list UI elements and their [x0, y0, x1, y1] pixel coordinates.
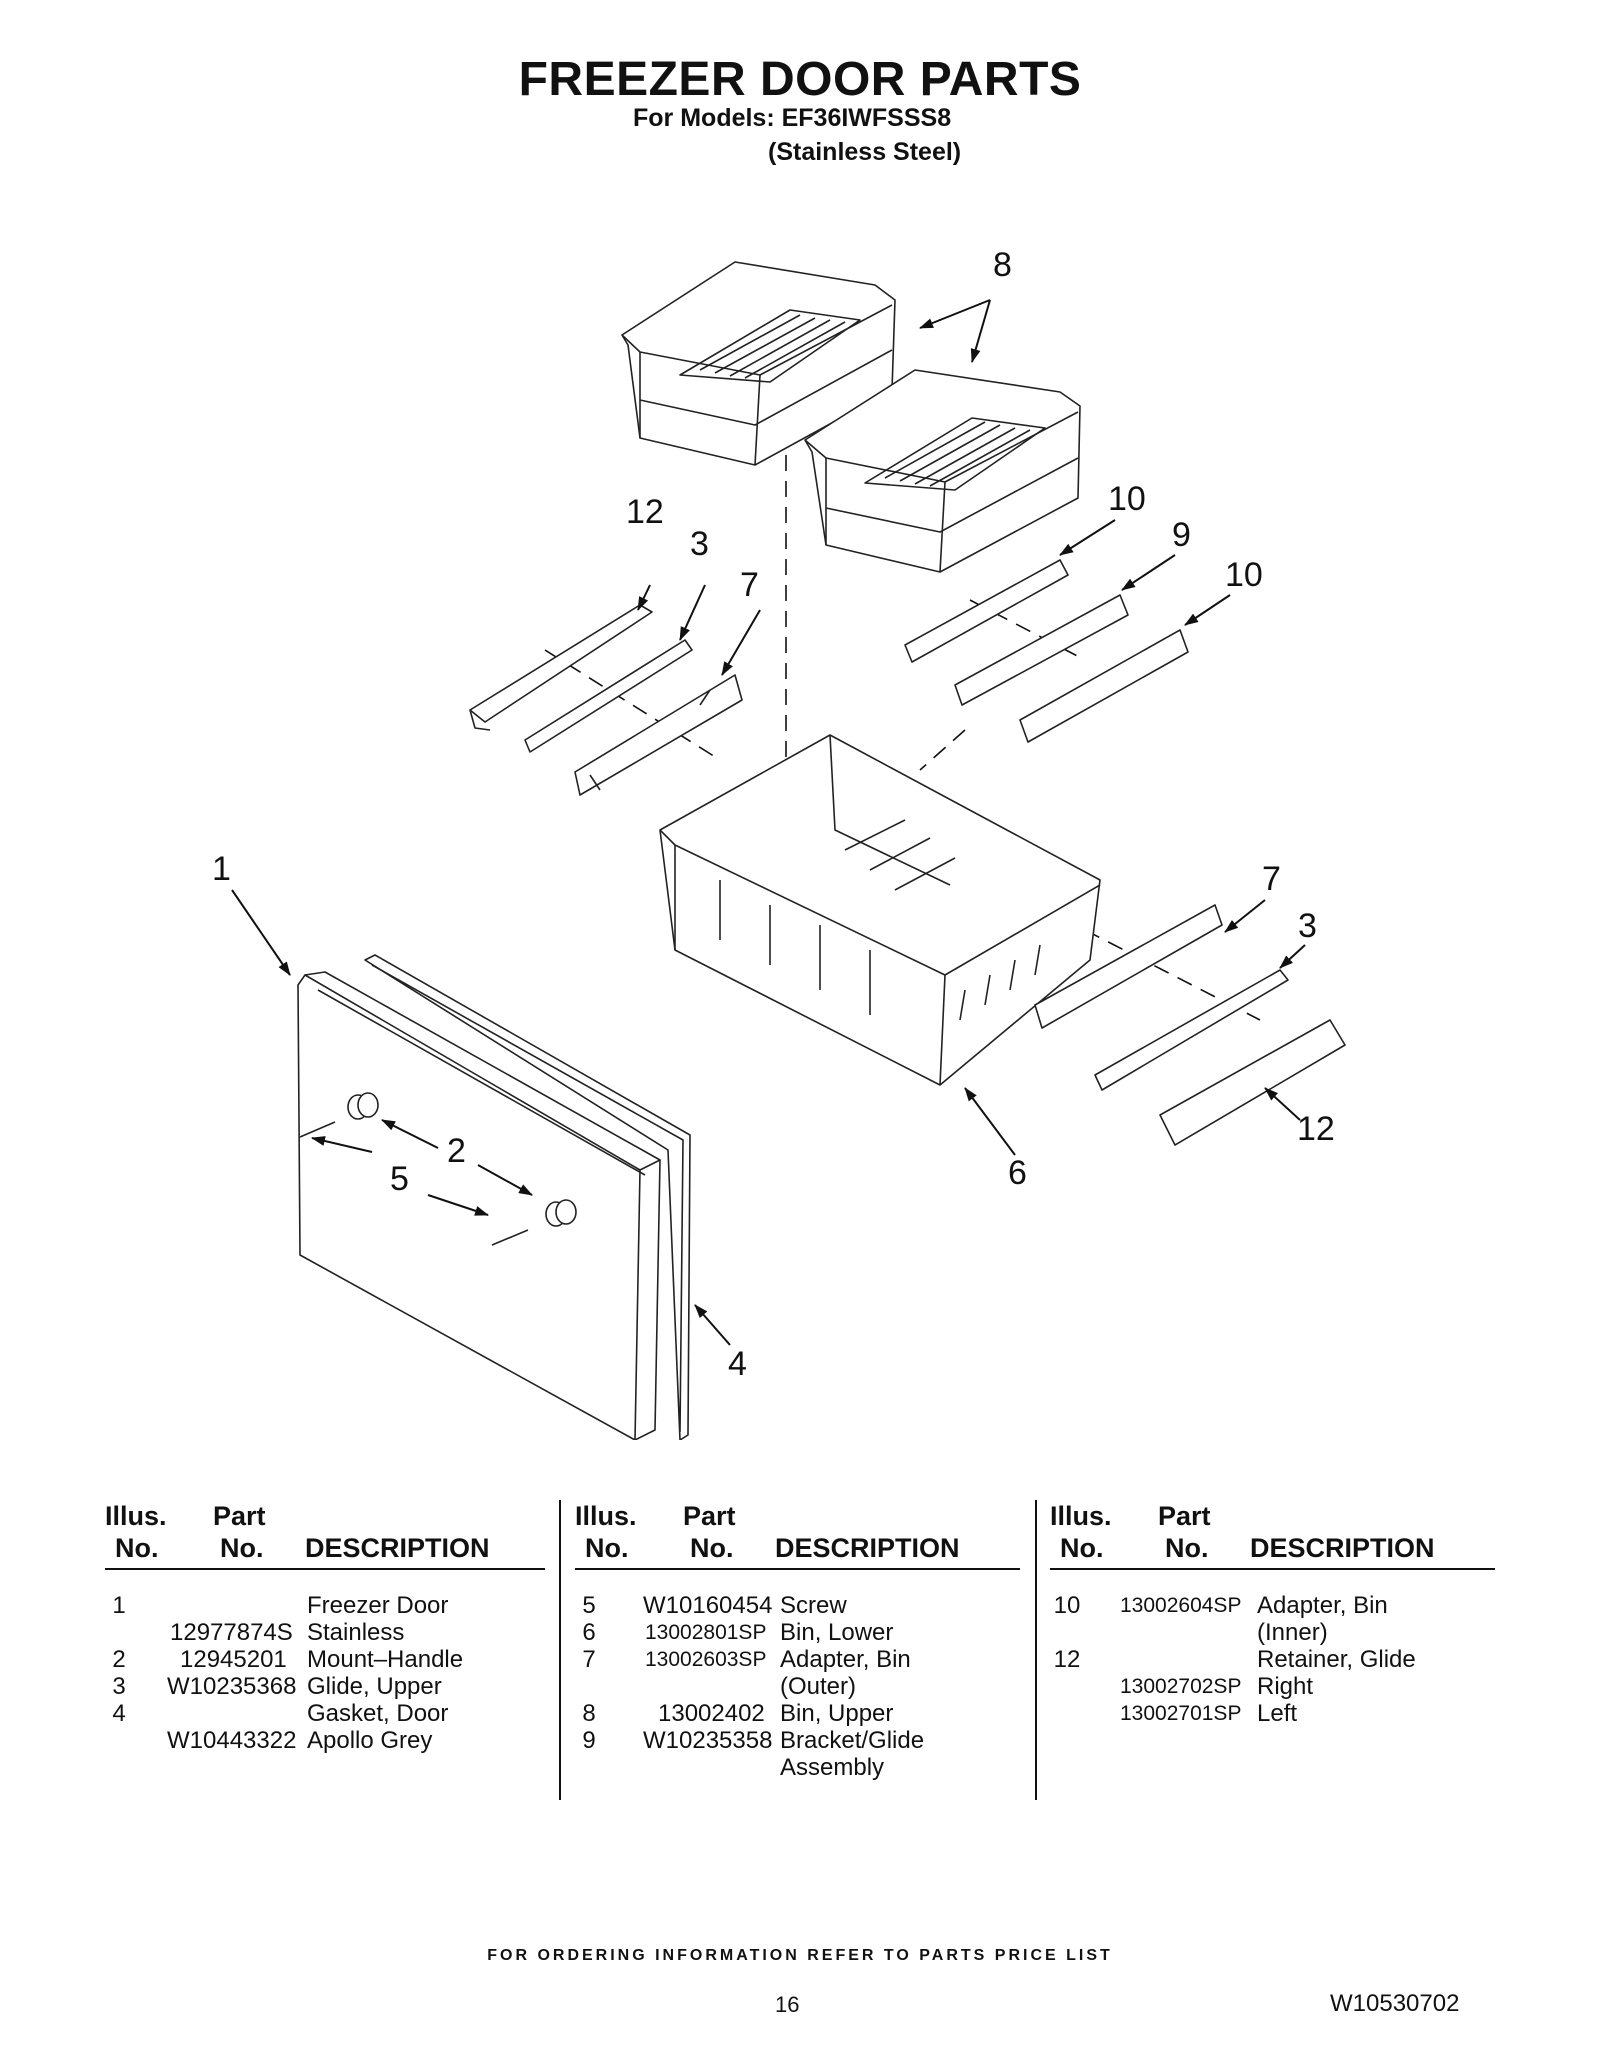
description-header: DESCRIPTION	[305, 1533, 490, 1563]
upper-bin-right	[804, 369, 1081, 573]
document-number: W10530702	[1330, 1990, 1460, 2017]
callout-12-left: 12	[626, 493, 664, 531]
callout-6: 6	[1008, 1154, 1027, 1192]
illus-header-top: Illus.	[575, 1501, 637, 1531]
illus-header-bottom: No.	[585, 1533, 629, 1563]
callout-3-left: 3	[690, 525, 709, 563]
page-number: 16	[775, 1992, 800, 2017]
models-line: For Models: EF36IWFSSS8	[633, 104, 952, 132]
freezer-door	[297, 971, 661, 1440]
callout-4: 4	[728, 1345, 747, 1383]
description-header: DESCRIPTION	[1250, 1533, 1435, 1563]
illus-header-bottom: No.	[1060, 1533, 1104, 1563]
header-rule	[575, 1568, 1020, 1570]
description-header: DESCRIPTION	[775, 1533, 960, 1563]
part-header-bottom: No.	[1165, 1533, 1209, 1563]
callout-9: 9	[1172, 516, 1191, 554]
part-header-top: Part	[1158, 1501, 1211, 1531]
page-title: FREEZER DOOR PARTS	[518, 53, 1082, 106]
part-header-bottom: No.	[690, 1533, 734, 1563]
callout-7-right: 7	[1262, 860, 1281, 898]
callout-12-right: 12	[1297, 1110, 1335, 1148]
screw-lower	[491, 1229, 529, 1246]
callout-5: 5	[390, 1160, 409, 1198]
left-glide-assembly	[469, 604, 743, 796]
illus-header-top: Illus.	[105, 1501, 167, 1531]
callout-1: 1	[212, 850, 231, 888]
screw-upper	[299, 1121, 336, 1138]
right-upper-glide-assembly	[904, 559, 1189, 743]
right-lower-glide-assembly	[1034, 904, 1346, 1146]
callout-7-left: 7	[740, 566, 759, 604]
header-rule	[105, 1568, 545, 1570]
finish-line: (Stainless Steel)	[768, 138, 962, 166]
part-header-top: Part	[683, 1501, 736, 1531]
callout-10-upper: 10	[1108, 480, 1146, 518]
callout-2: 2	[447, 1132, 466, 1170]
column-divider	[1035, 1500, 1037, 1800]
callout-10-lower: 10	[1225, 556, 1263, 594]
exploded-parts-diagram: 8 12 3 7 10 9 10 1 7 3 2 5 6 12 4	[212, 246, 1346, 1440]
callout-3-right: 3	[1298, 907, 1317, 945]
ordering-note: FOR ORDERING INFORMATION REFER TO PARTS …	[487, 1947, 1113, 1964]
door-gasket	[364, 954, 691, 1440]
part-header-bottom: No.	[220, 1533, 264, 1563]
column-divider	[559, 1500, 561, 1800]
lower-bin	[659, 734, 1101, 1086]
mount-handle-lower	[545, 1199, 577, 1227]
illus-header-top: Illus.	[1050, 1501, 1112, 1531]
header-rule	[1050, 1568, 1495, 1570]
mount-handle-upper	[347, 1092, 379, 1120]
part-header-top: Part	[213, 1501, 266, 1531]
callout-8: 8	[993, 246, 1012, 284]
illus-header-bottom: No.	[115, 1533, 159, 1563]
